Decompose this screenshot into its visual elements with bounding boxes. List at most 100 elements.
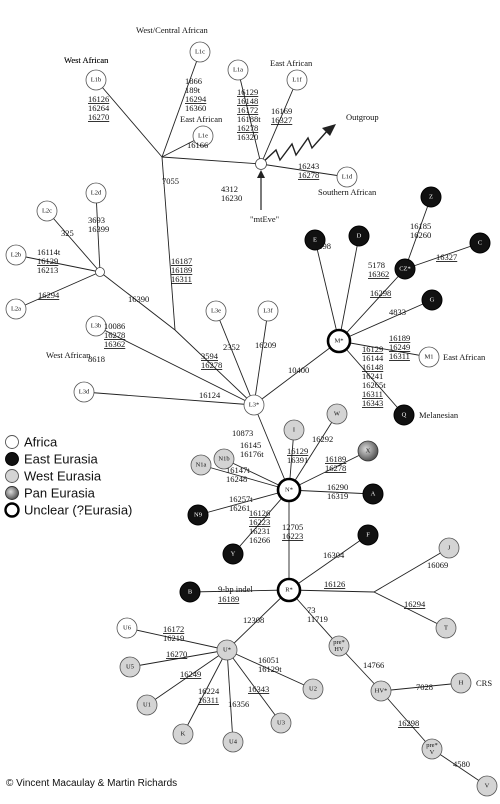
- node-label: L1c: [195, 49, 205, 56]
- edge-Us-U4: [226, 649, 234, 743]
- mutation-label: 14766: [363, 660, 384, 670]
- node-label: B: [188, 589, 193, 596]
- node-label: pre*: [426, 742, 438, 749]
- node-label: A: [371, 491, 376, 498]
- edge-Ms-D: [338, 235, 360, 342]
- mutation-label: 11719: [307, 614, 328, 624]
- mutation-label: 16278: [325, 463, 346, 473]
- node-b: B: [179, 581, 201, 603]
- node-label: E: [313, 237, 317, 244]
- mutation-label: 10400: [288, 365, 309, 375]
- node-l1b: L1b: [85, 69, 107, 91]
- node-circle: [276, 577, 302, 603]
- mutation-label: 16219: [163, 633, 184, 643]
- edge-Us-U2: [226, 649, 314, 690]
- node-q: Q: [393, 404, 415, 426]
- node-circle: [357, 524, 379, 546]
- mutation-label: 16223: [249, 517, 270, 527]
- node-label: L1a: [233, 67, 243, 74]
- mutation-label: 12705: [282, 522, 303, 532]
- mutation-label: 16278: [298, 170, 319, 180]
- node-circle: [222, 543, 244, 565]
- legend-swatch: [5, 469, 19, 483]
- edge-L3b-L3s: [95, 325, 255, 406]
- mutation-label: 12308: [243, 615, 264, 625]
- node-u5: U5: [119, 656, 141, 678]
- node-circle: [116, 617, 138, 639]
- node-l3f: L3f: [257, 300, 279, 322]
- mutation-label: 16189: [218, 594, 239, 604]
- mutation-label: 16145: [240, 440, 261, 450]
- edge-mtEve-L1j: [161, 156, 262, 165]
- node-u6: U6: [116, 617, 138, 639]
- edge-L1j-L3j: [161, 156, 176, 331]
- node-circle: [357, 440, 379, 462]
- mutation-label: 16265t: [362, 380, 386, 390]
- node-circle: [189, 41, 211, 63]
- region-label: West African: [64, 55, 109, 65]
- edge-Ns-Y: [232, 489, 290, 555]
- node-label: U4: [229, 739, 238, 746]
- mutation-label: 16298: [370, 288, 391, 298]
- node-label: X: [366, 448, 371, 455]
- mutation-label: 16188t: [237, 114, 261, 124]
- node-label: Y: [231, 551, 236, 558]
- edge-L1d-mtEve: [260, 163, 348, 178]
- mutation-label: 4833: [389, 307, 406, 317]
- mutation-label: 16189: [325, 454, 346, 464]
- node-hvs: HV*: [370, 680, 392, 702]
- region-label: West African: [64, 55, 109, 65]
- mutation-label: 16278: [201, 360, 222, 370]
- mutation-label: 16249: [180, 669, 201, 679]
- node-l2a: L2a: [5, 298, 27, 320]
- mutation-label: 16304: [323, 550, 345, 560]
- node-t: T: [435, 617, 457, 639]
- node-circle: [326, 328, 352, 354]
- node-label: L1b: [91, 77, 101, 84]
- mutation-label: 3594: [201, 351, 219, 361]
- mutation-label: 16069: [427, 560, 448, 570]
- node-g: G: [421, 289, 443, 311]
- mutation-label: 16189: [389, 333, 410, 343]
- node-label: N9: [194, 512, 202, 519]
- mutation-label: 16241: [362, 371, 383, 381]
- node-circle: [420, 186, 442, 208]
- junction-mteve: [255, 158, 267, 170]
- mutation-label: 16126: [88, 94, 109, 104]
- mutation-label: 16187: [171, 256, 192, 266]
- mutation-label: 1866: [185, 76, 202, 86]
- node-label: R*: [285, 587, 293, 594]
- edge-CZ-C: [404, 242, 481, 270]
- node-label: L2d: [91, 190, 102, 197]
- edge-L2c-L2j: [46, 210, 101, 273]
- mutation-label: 16169: [271, 106, 292, 116]
- edge-L1a-mtEve: [237, 69, 262, 165]
- node-ns: N*: [276, 477, 302, 503]
- node-z: Z: [420, 186, 442, 208]
- node-label: N1a: [196, 462, 207, 469]
- mutation-label: 16243: [298, 161, 319, 171]
- node-label: D: [357, 233, 362, 240]
- legend-swatch: [5, 486, 19, 500]
- edges: [15, 51, 488, 787]
- mutation-label: 16343: [362, 398, 383, 408]
- mutation-label: 16129: [287, 446, 308, 456]
- node-j: J: [438, 537, 460, 559]
- node-label: CZ*: [399, 266, 411, 273]
- legend-label: Pan Eurasia: [24, 486, 96, 501]
- edge-Us-U6: [126, 627, 228, 651]
- node-label: L2b: [11, 252, 21, 259]
- mutation-label: 3693: [88, 215, 105, 225]
- mutation-label: 16266: [249, 535, 270, 545]
- mutation-label: 16144: [362, 353, 384, 363]
- mutation-label: 16185: [410, 221, 431, 231]
- node-l3e: L3e: [205, 300, 227, 322]
- mutation-label: 16298: [398, 718, 419, 728]
- mutation-label: 10086: [104, 321, 125, 331]
- mutation-label: 10873: [232, 428, 253, 438]
- region-label: West/Central African: [136, 25, 209, 35]
